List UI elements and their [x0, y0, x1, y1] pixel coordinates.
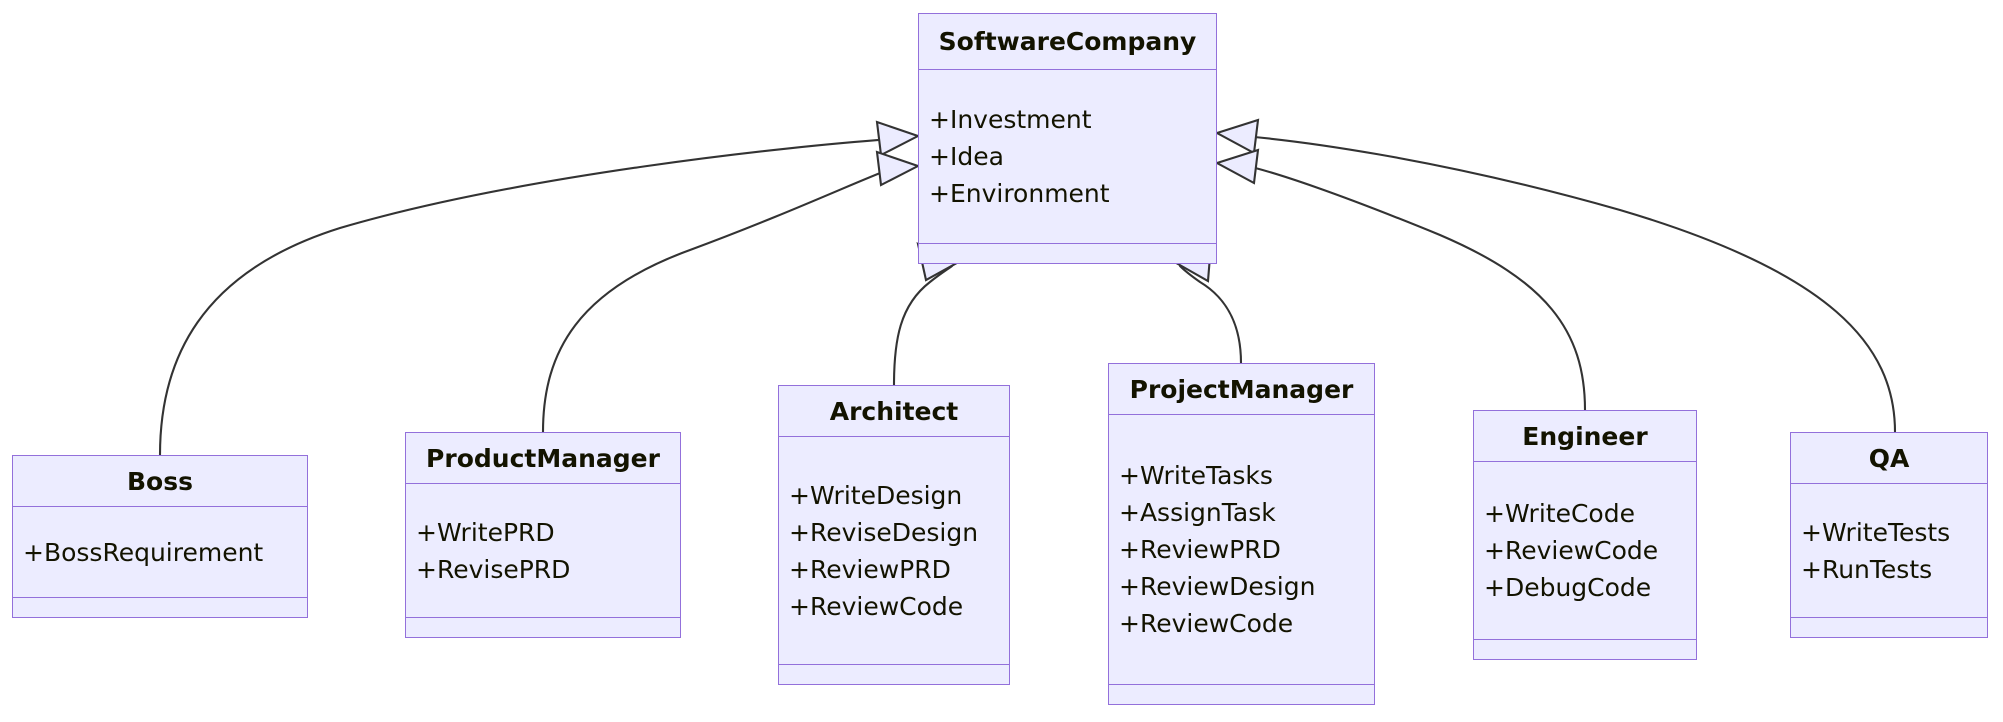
class-box-softwarecompany[interactable]: SoftwareCompany +Investment +Idea +Envir… — [918, 13, 1217, 264]
arrowhead-generalization-productmanager — [875, 150, 921, 187]
class-attributes-qa: +WriteTests +RunTests — [1791, 484, 1987, 618]
class-methods-engineer — [1474, 640, 1696, 659]
class-methods-boss — [13, 598, 307, 617]
class-methods-projectmanager — [1109, 685, 1374, 704]
arrowhead-generalization-qa — [1214, 118, 1260, 155]
class-attribute: +ReviewPRD — [1119, 535, 1281, 564]
class-attribute: +WritePRD — [416, 517, 555, 547]
class-attribute: +Environment — [929, 179, 1110, 208]
class-box-projectmanager[interactable]: ProjectManager +WriteTasks +AssignTask +… — [1108, 363, 1375, 705]
class-attribute: +RunTests — [1801, 554, 1933, 584]
class-attributes-engineer: +WriteCode +ReviewCode +DebugCode — [1474, 462, 1696, 640]
class-attribute: +ReviewCode — [1119, 609, 1294, 638]
class-name-text: QA — [1868, 443, 1910, 473]
class-attributes-productmanager: +WritePRD +RevisePRD — [406, 484, 680, 618]
class-title-softwarecompany: SoftwareCompany — [919, 14, 1216, 70]
class-box-qa[interactable]: QA +WriteTests +RunTests — [1790, 432, 1988, 638]
class-attributes-projectmanager: +WriteTasks +AssignTask +ReviewPRD +Revi… — [1109, 415, 1374, 685]
class-attribute: +WriteTests — [1801, 517, 1951, 547]
class-box-productmanager[interactable]: ProductManager +WritePRD +RevisePRD — [405, 432, 681, 638]
class-name-text: Architect — [829, 396, 959, 426]
class-attribute: +ReviseDesign — [789, 517, 979, 547]
class-attribute: +ReviewPRD — [789, 554, 951, 584]
class-attributes-boss: +BossRequirement — [13, 507, 307, 598]
class-methods-architect — [779, 665, 1009, 684]
class-attributes-architect: +WriteDesign +ReviseDesign +ReviewPRD +R… — [779, 437, 1009, 665]
class-box-engineer[interactable]: Engineer +WriteCode +ReviewCode +DebugCo… — [1473, 410, 1697, 660]
class-title-projectmanager: ProjectManager — [1109, 364, 1374, 415]
class-name-text: Boss — [127, 466, 193, 496]
class-attribute: +RevisePRD — [416, 554, 571, 584]
class-attributes-softwarecompany: +Investment +Idea +Environment — [919, 70, 1216, 244]
class-name-text: Engineer — [1522, 421, 1648, 451]
class-attribute: +ReviewCode — [789, 591, 964, 621]
class-box-architect[interactable]: Architect +WriteDesign +ReviseDesign +Re… — [778, 385, 1010, 685]
edge-architect-to-softwarecompany — [892, 264, 954, 387]
class-attribute: +WriteTasks — [1119, 461, 1273, 490]
class-name-text: SoftwareCompany — [938, 27, 1197, 56]
class-attribute: +WriteCode — [1484, 499, 1635, 528]
class-name-text: ProjectManager — [1129, 374, 1354, 404]
class-title-boss: Boss — [13, 456, 307, 507]
class-attribute: +BossRequirement — [23, 537, 264, 567]
edge-projectmanager-to-softwarecompany — [1178, 264, 1243, 365]
class-attribute: +WriteDesign — [789, 480, 963, 510]
class-title-qa: QA — [1791, 433, 1987, 484]
class-attribute: +AssignTask — [1119, 498, 1276, 527]
class-attribute: +Idea — [929, 142, 1004, 171]
class-title-productmanager: ProductManager — [406, 433, 680, 484]
class-attribute: +ReviewCode — [1484, 536, 1659, 565]
class-attribute: +Investment — [929, 105, 1092, 134]
class-methods-productmanager — [406, 618, 680, 637]
arrowhead-generalization-engineer — [1214, 148, 1260, 185]
class-title-architect: Architect — [779, 386, 1009, 437]
arrowhead-generalization-boss — [875, 120, 921, 157]
class-attribute: +DebugCode — [1484, 573, 1652, 602]
class-methods-softwarecompany — [919, 244, 1216, 263]
class-box-boss[interactable]: Boss +BossRequirement — [12, 455, 308, 618]
class-title-engineer: Engineer — [1474, 411, 1696, 462]
class-methods-qa — [1791, 618, 1987, 637]
class-attribute: +ReviewDesign — [1119, 572, 1316, 601]
class-name-text: ProductManager — [426, 443, 660, 473]
